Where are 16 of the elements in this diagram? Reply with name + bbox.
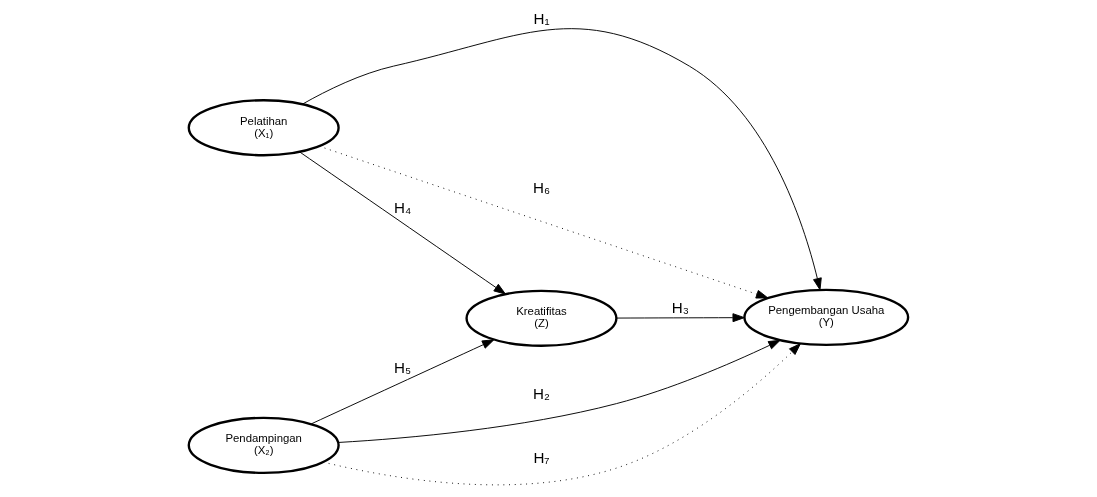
arrow xyxy=(615,313,745,323)
arrow xyxy=(302,28,822,291)
arrow xyxy=(322,343,801,486)
edge-label: H₁ xyxy=(533,10,550,28)
edge-label: H₄ xyxy=(394,198,412,216)
edge-label: H₂ xyxy=(533,384,550,402)
edge-label: H₇ xyxy=(533,449,550,467)
edge-label: H₅ xyxy=(394,359,412,377)
node-ellipse: Pelatihan (X₁) xyxy=(187,99,340,157)
edge-label: H₆ xyxy=(532,178,551,196)
edge-label: H₃ xyxy=(671,299,689,317)
arrow xyxy=(310,339,495,425)
arrow xyxy=(318,145,769,299)
arrow xyxy=(338,339,781,443)
node-ellipse: Pendampingan (X₂) xyxy=(187,416,340,475)
arrow xyxy=(299,151,506,295)
